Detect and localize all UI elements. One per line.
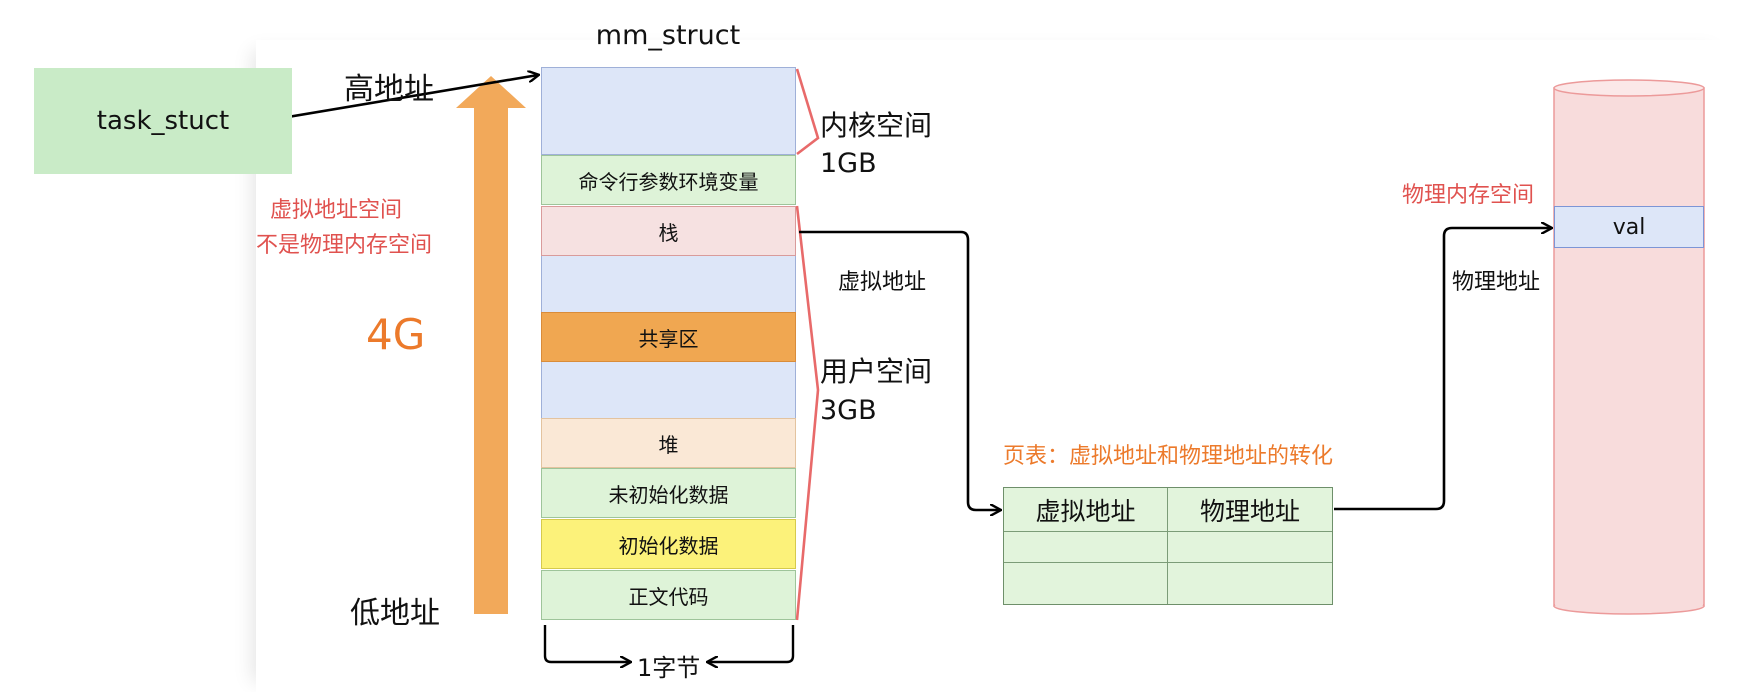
- text-segment-label: 正文代码: [628, 584, 709, 609]
- address-growth-arrow: [456, 76, 526, 614]
- page-table-cell: [1004, 532, 1168, 563]
- size-4g-label: 4G: [366, 310, 426, 359]
- pagetable-to-memory-arrow: [1334, 228, 1551, 511]
- user-space-label: 用户空间: [820, 355, 933, 388]
- virtual-address-label: 虚拟地址: [838, 270, 927, 295]
- task-struct-box: task_stuct: [34, 68, 292, 174]
- kernel-bracket: [795, 68, 820, 156]
- shared-segment: 共享区: [541, 312, 796, 362]
- low-address-label: 低地址: [350, 596, 440, 631]
- data-segment: 初始化数据: [541, 519, 796, 569]
- stack-heap-gap-upper: [541, 256, 796, 312]
- page-table-cell: [1168, 532, 1332, 563]
- stack-segment: 栈: [541, 206, 796, 256]
- page-table-cell: [1168, 563, 1332, 604]
- physical-address-label: 物理地址: [1452, 270, 1541, 295]
- kernel-segment: [541, 67, 796, 155]
- shared-segment-label: 共享区: [638, 326, 699, 351]
- byte-width-bracket: [543, 625, 795, 662]
- kernel-space-label: 内核空间: [820, 109, 933, 142]
- byte-width-label: 1字节: [637, 654, 701, 682]
- heap-segment: 堆: [541, 418, 796, 468]
- page-table-header-physical: 物理地址: [1168, 488, 1332, 532]
- high-address-label: 高地址: [344, 72, 434, 107]
- physical-memory-cylinder: [1553, 79, 1705, 615]
- virtual-space-note: 虚拟地址空间: [270, 198, 403, 223]
- bss-segment-label: 未初始化数据: [608, 482, 729, 507]
- text-segment: 正文代码: [541, 570, 796, 620]
- task-to-mm-arrow: [251, 75, 538, 125]
- stack-to-pagetable-arrow: [799, 230, 1000, 510]
- user-bracket: [795, 205, 820, 621]
- page-table: 虚拟地址 物理地址: [1003, 487, 1333, 605]
- stack-heap-gap-lower: [541, 362, 796, 418]
- bss-segment: 未初始化数据: [541, 468, 796, 518]
- memory-cell-val-label: val: [1612, 214, 1646, 240]
- stack-segment-label: 栈: [658, 220, 679, 245]
- kernel-size-label: 1GB: [820, 148, 877, 179]
- physical-memory-title: 物理内存空间: [1402, 183, 1535, 208]
- data-segment-label: 初始化数据: [618, 533, 719, 558]
- env-segment: 命令行参数环境变量: [541, 155, 796, 205]
- heap-segment-label: 堆: [658, 432, 679, 457]
- user-size-label: 3GB: [820, 395, 877, 426]
- page-table-cell: [1004, 563, 1168, 604]
- memory-cell-val: val: [1554, 206, 1704, 248]
- mm-struct-title: mm_struct: [595, 20, 741, 51]
- task-struct-label: task_stuct: [96, 106, 230, 136]
- page-table-caption: 页表：虚拟地址和物理地址的转化: [1003, 444, 1334, 469]
- env-segment-label: 命令行参数环境变量: [578, 169, 759, 194]
- not-physical-note: 不是物理内存空间: [256, 233, 433, 258]
- page-table-header-virtual: 虚拟地址: [1004, 488, 1168, 532]
